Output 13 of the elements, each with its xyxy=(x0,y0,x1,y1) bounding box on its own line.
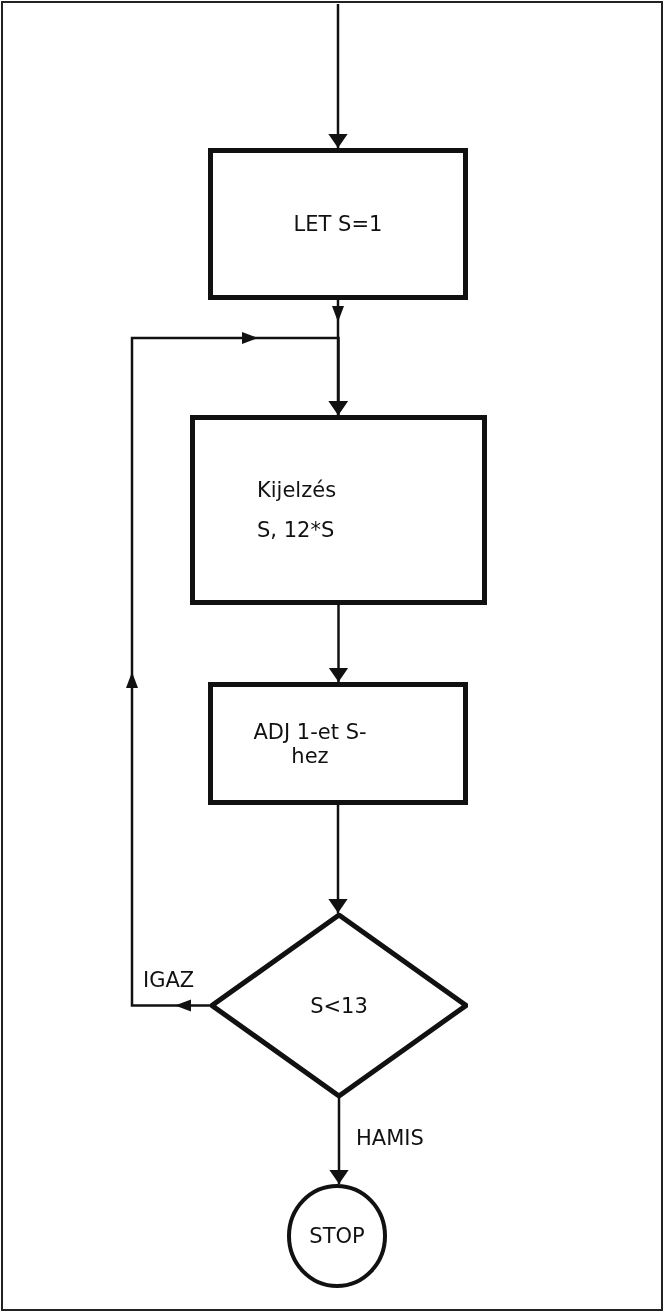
node-text: ADJ 1-et S-hez xyxy=(252,719,368,768)
node-text: S<13 xyxy=(310,993,368,1018)
process-box xyxy=(190,415,487,605)
edge-label: HAMIS xyxy=(356,1126,424,1150)
node-text: STOP xyxy=(309,1224,365,1248)
node-text: S, 12*S xyxy=(257,518,335,542)
node-text: Kijelzés xyxy=(257,478,337,502)
terminal-circle xyxy=(287,1184,387,1288)
edge-label: IGAZ xyxy=(143,968,195,992)
process-box xyxy=(208,148,468,300)
node-text: LET S=1 xyxy=(293,212,383,236)
process-box xyxy=(208,682,468,805)
decision-diamond xyxy=(210,913,468,1098)
